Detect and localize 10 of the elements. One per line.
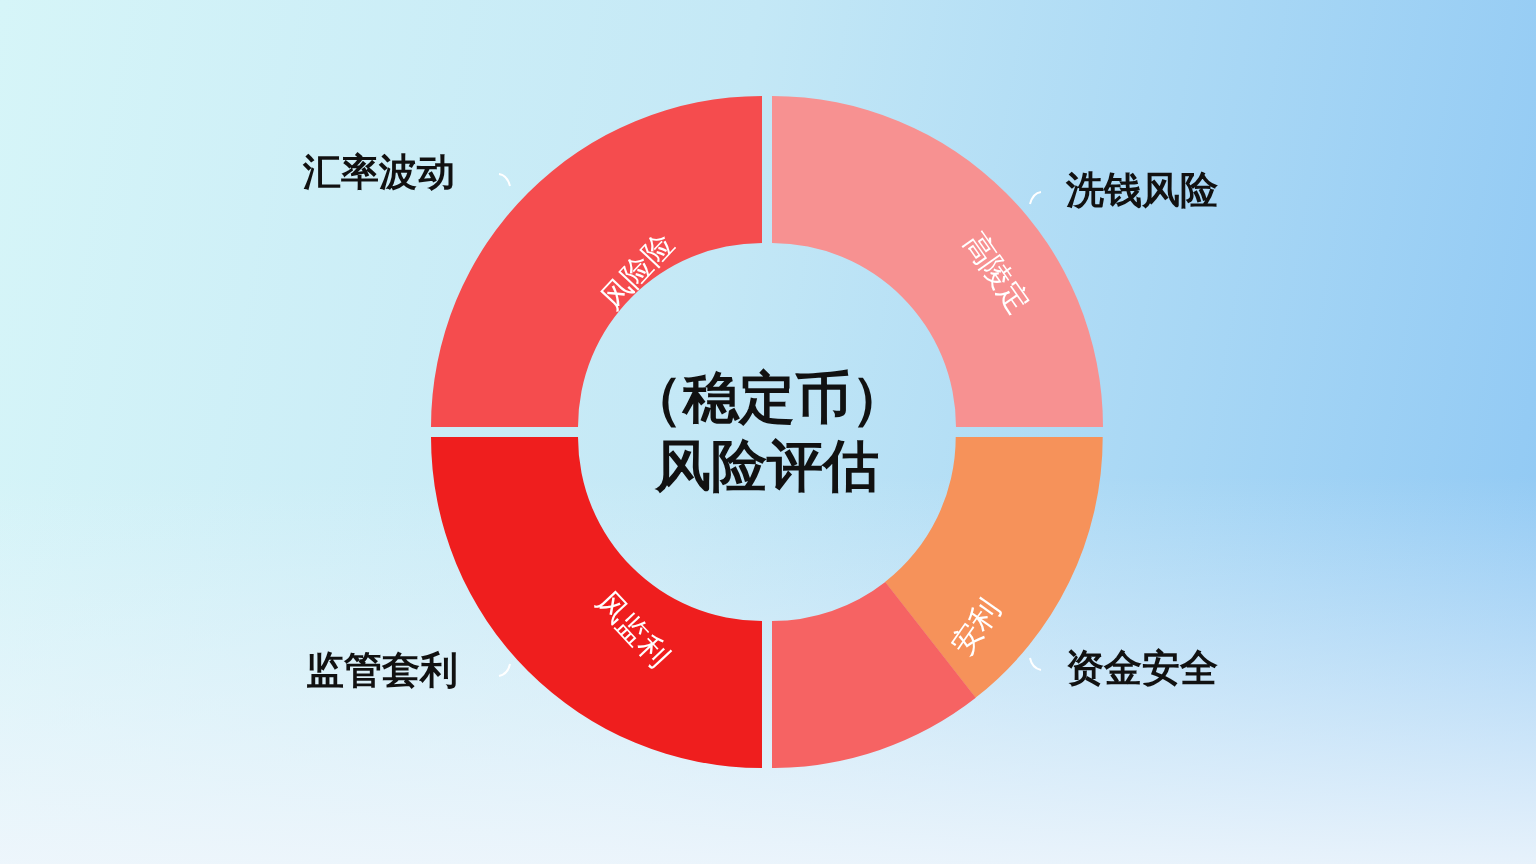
category-label: 资金安全 bbox=[1066, 649, 1218, 687]
center-title: （稳定币）风险评估 bbox=[626, 364, 908, 500]
category-label: 监管套利 bbox=[306, 651, 458, 689]
category-label: 汇率波动 bbox=[303, 153, 455, 191]
category-label: 洗钱风险 bbox=[1066, 171, 1218, 209]
segment-label: 安利 bbox=[946, 593, 1006, 661]
segment-label: 风险险 bbox=[595, 227, 679, 315]
segment-label: 高陵定 bbox=[958, 227, 1036, 319]
segment-label: 风监利 bbox=[591, 585, 675, 673]
ring-segment bbox=[885, 437, 1103, 698]
